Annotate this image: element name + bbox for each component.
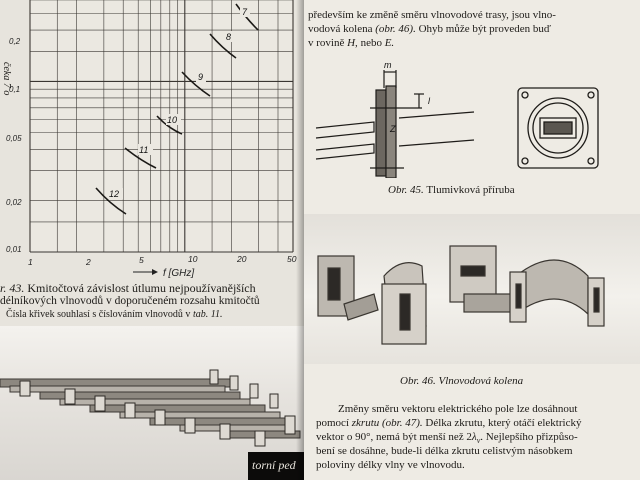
lambda-subscript: v [476,436,481,446]
x-tick-label: 20 [236,254,247,264]
waveguide-bends-photo [304,214,640,364]
x-tick-label: 5 [139,255,144,265]
x-tick-label: 1 [28,257,33,267]
x-axis-label: f [GHz] [163,268,194,279]
para2-line5: poloviny délky vlny ve vlnovodu. [316,459,465,471]
bottom-fragment: torní ped [252,458,296,472]
curve-11 [124,147,157,169]
para2-line1: Změny směru vektoru elektrického pole lz… [338,403,578,415]
curve-label: 9 [198,72,203,82]
right-page: především ke změně směru vlnovodové tras… [304,0,640,480]
fig43-caption-text: Kmitočtová závislost útlumu nejpoužívaně… [27,281,256,295]
y-tick-label: 0,1 [9,85,20,94]
left-page: čeka 7 o 0,2 0,1 0,05 0,02 0,01 1 2 5 10… [0,0,304,480]
para2-text: Délka zkrutu, který otáčí elektrický [425,417,582,429]
fig45-caption-text: Tlumivková příruba [426,184,515,196]
para1-line2: vodová kolena (obr. 46). Ohyb může být p… [308,22,551,37]
figure-45-caption: Obr. 45. Tlumivková příruba [388,183,515,198]
para1-text: v rovině [308,37,345,49]
y-tick-label: 0,01 [6,245,22,254]
para1-text: vodová kolena [308,23,373,35]
curve-7 [235,3,259,31]
figure-46-caption: Obr. 46. Vlnovodová kolena [400,375,524,387]
curve-8 [209,33,237,59]
curve-10 [156,115,183,135]
curve-label: 11 [139,145,148,155]
curve-label: 8 [226,32,231,42]
para1-line3: v rovině H, nebo E. [308,36,394,51]
para2-line3: vektor o 90°, nemá být menší než 2λv. Ne… [316,430,578,448]
flange-front-view [517,87,599,169]
x-tick-label: 10 [188,254,198,264]
plane-h: H, [347,37,358,49]
para1-text: Ohyb může být proveden buď [418,23,551,35]
fig45-number: Obr. 45. [388,184,424,196]
dim-label-z: Z [389,124,396,134]
para2-text: vektor o 90°, nemá být menší než 2 [316,431,472,443]
figure-43-caption-line1: r. 43. Kmitočtová závislost útlumu nejpo… [0,281,256,295]
y-tick-label: 0,02 [6,198,22,207]
fig43-number: r. 43. [0,281,25,295]
figure-43-caption-line3: Čísla křivek souhlasí s číslováním vlnov… [6,308,222,322]
curve-label: 7 [242,7,248,17]
fig43-note: Čísla křivek souhlasí s číslováním vlnov… [6,309,191,320]
para2-text: pomocí [316,417,349,429]
fig46-ref: (obr. 46). [375,23,416,35]
x-tick-label: 2 [85,257,91,267]
waveguide-assembly-photo: torní ped [0,326,304,480]
choke-flange-drawing: m l Z [315,60,599,178]
y-tick-labels: 0,2 0,1 0,05 0,02 0,01 [6,37,22,254]
para1-text: nebo [360,37,382,49]
figure-43-caption-line2: délníkových vlnovodů v doporučeném rozsa… [0,295,260,307]
fig47-ref: (obr. 47). [382,417,423,429]
lambda-symbol: λ [471,431,477,443]
curve-12 [95,187,127,215]
x-tick-label: 50 [287,254,297,264]
plane-e: E. [384,37,395,49]
y-tick-label: 0,2 [9,37,21,46]
para2-line4: bení se dosáhne, bude-li délka zkrutu ce… [316,445,573,457]
attenuation-chart: 0,2 0,1 0,05 0,02 0,01 1 2 5 10 20 50 f … [6,0,297,279]
para1-line1: především ke změně směru vlnovodové tras… [308,9,556,21]
fig43-table-ref: tab. 11. [192,309,223,320]
dim-label-m: m [384,60,392,70]
para2-text: . Nejlepšího přizpůso- [480,431,578,443]
curve-label: 12 [109,189,119,199]
curve-label: 10 [167,115,177,125]
term-zkrut: zkrutu [351,417,380,429]
dim-label-l: l [428,96,431,106]
chart-grid [29,0,294,253]
y-tick-label: 0,05 [6,134,22,143]
curve-9 [181,71,211,97]
para2-line2: pomocí zkrutu (obr. 47). Délka zkrutu, k… [316,416,581,431]
